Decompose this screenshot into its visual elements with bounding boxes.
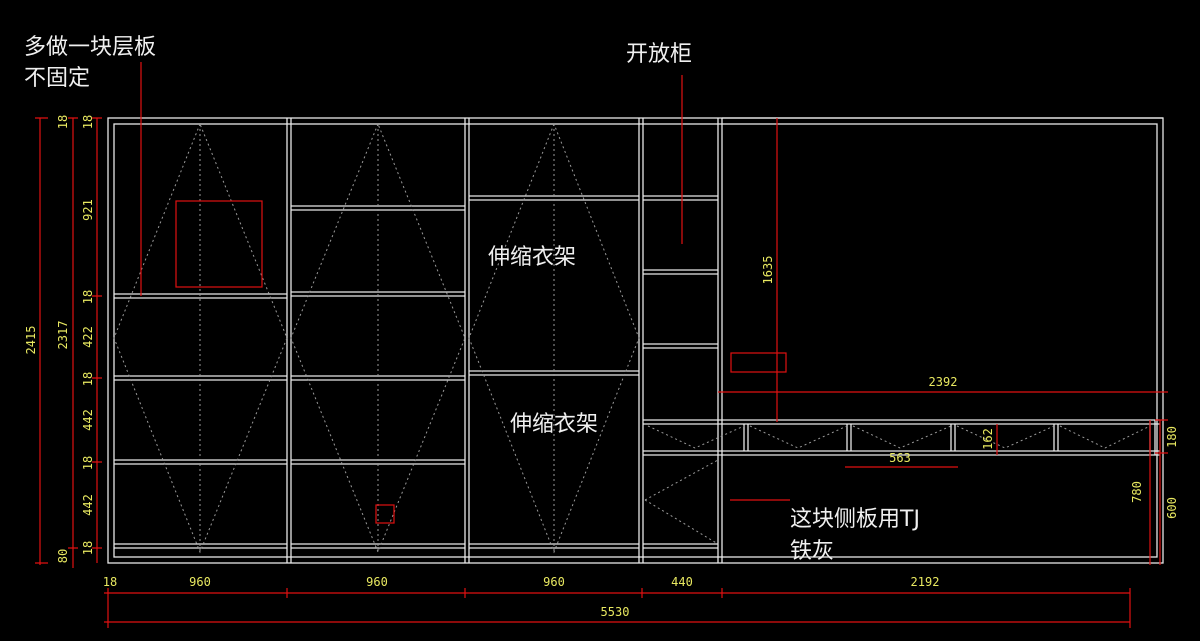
dim-top-18: 18 [56, 115, 70, 129]
dim-chain: 422 [81, 326, 95, 348]
dim-bottom: 18 [103, 575, 117, 589]
dim-drawer-width: 563 [889, 451, 911, 465]
dimension-labels: 2415 2317 80 18 18 921 18 422 18 442 18 … [24, 115, 1179, 619]
dim-total-height: 2415 [24, 326, 38, 355]
note-telescopic-rack-2: 伸缩衣架 [510, 412, 598, 437]
cabinet-outline [107, 117, 1164, 564]
dim-chain: 18 [81, 115, 95, 129]
dim-base: 80 [56, 549, 70, 563]
annotations: 多做一块层板 不固定 开放柜 伸缩衣架 伸缩衣架 这块侧板用TJ 铁灰 [24, 35, 920, 564]
note-telescopic-rack-1: 伸缩衣架 [488, 245, 576, 270]
dim-inner-height: 2317 [56, 321, 70, 350]
dim-chain: 921 [81, 199, 95, 221]
dimension-lines [35, 117, 1168, 628]
dim-chain: 18 [81, 456, 95, 470]
red-markers [140, 62, 790, 524]
door-swing-lines [113, 122, 1151, 554]
note-side-panel: 这块侧板用TJ [790, 507, 920, 532]
note-iron-grey: 铁灰 [790, 539, 834, 564]
dim-band-height: 180 [1165, 426, 1179, 448]
dim-bottom: 960 [366, 575, 388, 589]
dim-chain: 18 [81, 372, 95, 386]
note-extra-shelf: 多做一块层板 [24, 35, 156, 60]
dim-bottom: 2192 [911, 575, 940, 589]
dim-chain: 442 [81, 409, 95, 431]
dim-bottom: 960 [543, 575, 565, 589]
dim-drawer-height: 162 [981, 428, 995, 450]
note-not-fixed: 不固定 [24, 66, 90, 91]
dim-chain: 442 [81, 494, 95, 516]
dim-lower-height: 600 [1165, 497, 1179, 519]
dim-bottom: 440 [671, 575, 693, 589]
dim-total-width: 5530 [601, 605, 630, 619]
dim-open-height: 1635 [761, 256, 775, 285]
dim-chain: 18 [81, 541, 95, 555]
dim-bottom: 960 [189, 575, 211, 589]
dim-desk-height: 780 [1130, 481, 1144, 503]
dim-chain: 18 [81, 290, 95, 304]
note-open-cabinet: 开放柜 [626, 42, 692, 67]
dim-right-width: 2392 [929, 375, 958, 389]
